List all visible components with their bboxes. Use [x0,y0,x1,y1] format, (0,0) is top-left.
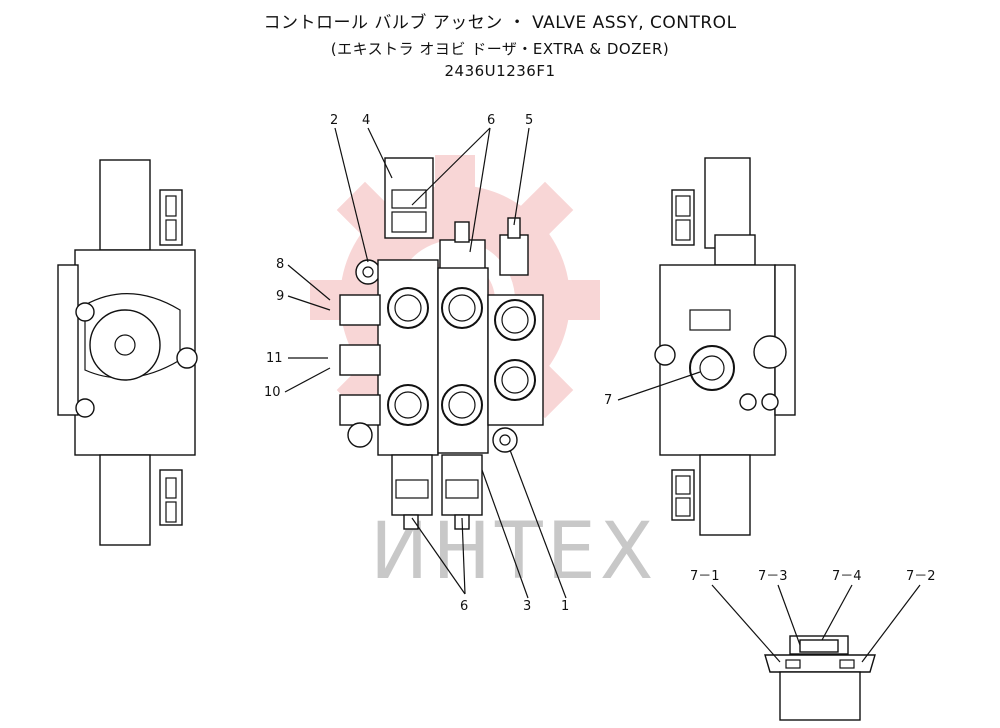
callout-11: 11 [266,351,283,366]
callout-9: 9 [276,289,284,304]
callout-1: 1 [561,599,569,614]
title-line-1: コントロール バルブ アッセン ・ VALVE ASSY, CONTROL [263,13,737,33]
right-side-view [654,157,796,536]
callout-10: 10 [264,385,281,400]
callout-5: 5 [525,113,533,128]
callout-8: 8 [276,257,284,272]
callout-7-1: 7－1 [690,569,720,584]
callout-6-bottom: 6 [460,599,468,614]
left-side-view [57,159,198,546]
callout-7: 7 [604,393,612,408]
title-line-2: (エキストラ オヨビ ドーザ・EXTRA & DOZER) [330,40,670,58]
callout-7-4: 7－4 [832,569,862,584]
callout-7-3: 7－3 [758,569,788,584]
part-number: 2436U1236F1 [444,62,556,80]
callout-7-2: 7－2 [906,569,936,584]
callout-3: 3 [523,599,531,614]
center-front-view [339,157,544,530]
detail-plug-7 [764,635,876,721]
callout-2: 2 [330,113,338,128]
callout-6-top: 6 [487,113,495,128]
leader-lines [284,127,921,663]
callout-4: 4 [362,113,370,128]
